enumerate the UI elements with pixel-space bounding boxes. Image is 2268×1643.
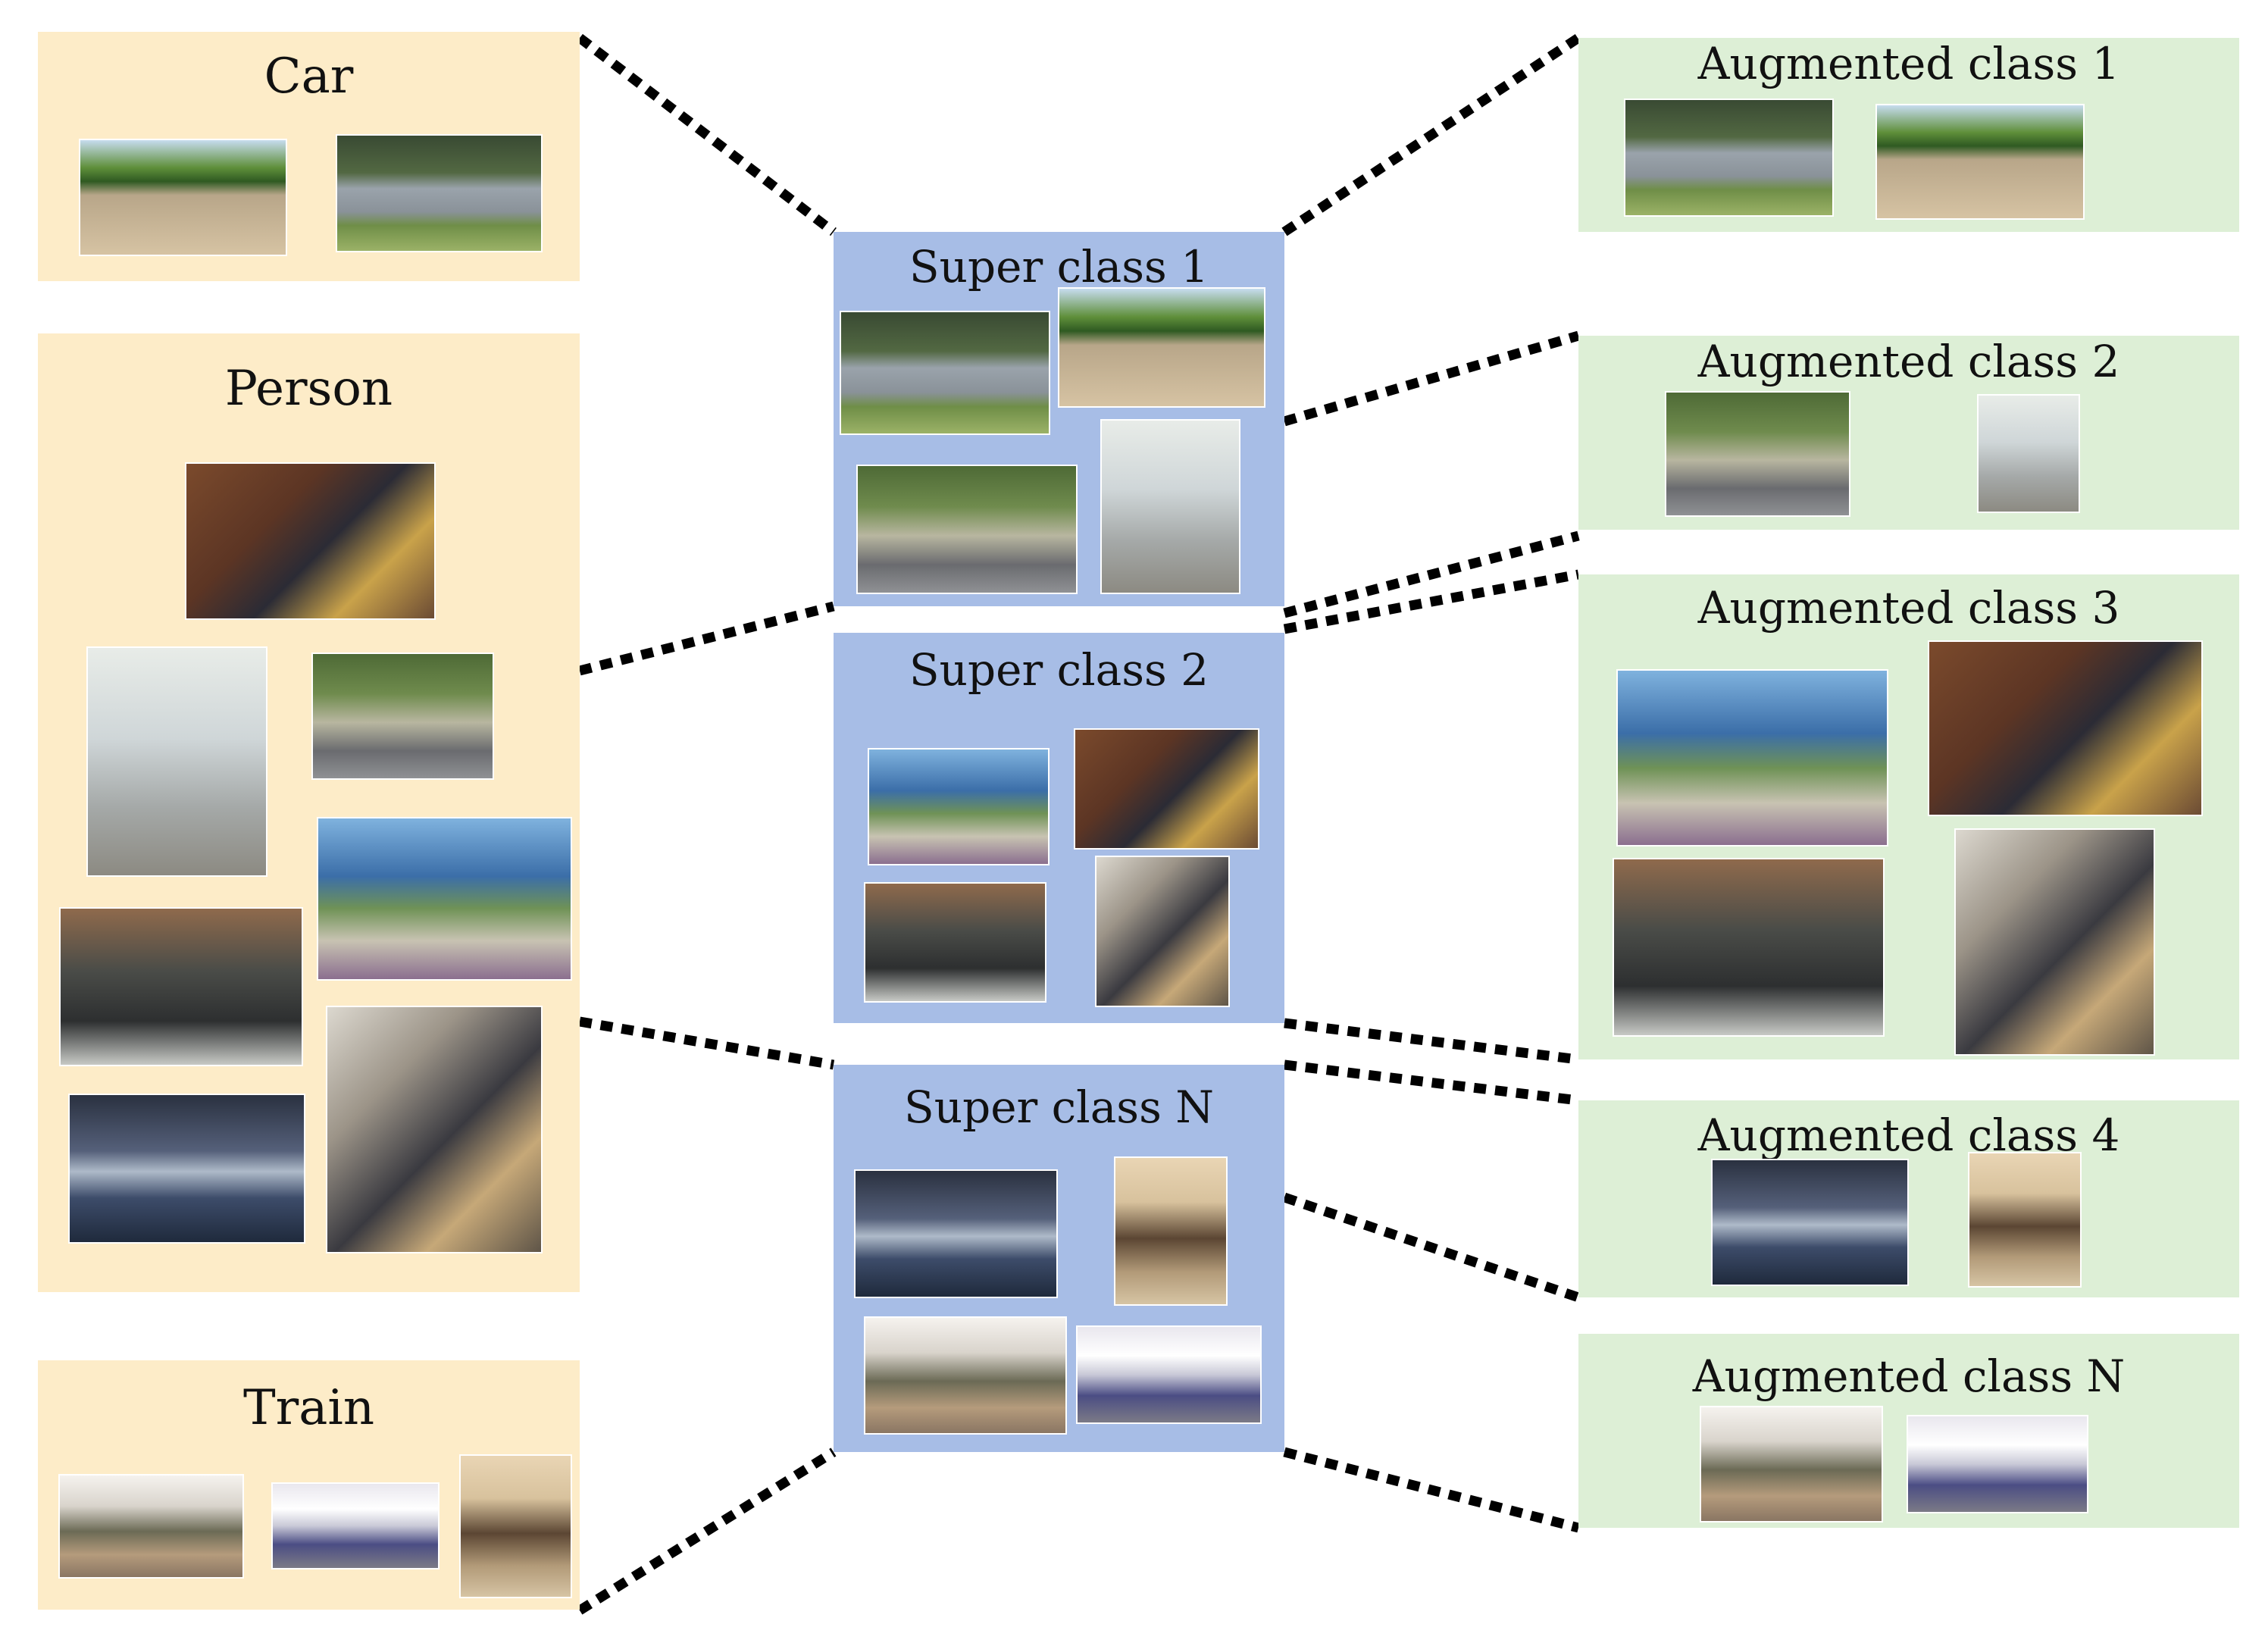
super2-photo-coast [868, 748, 1050, 865]
person-photo-station [68, 1094, 305, 1244]
super1-photo-bike-car [856, 465, 1078, 594]
super1-photo-highway [1058, 287, 1265, 408]
augmented-class-2-title: Augmented class 2 [1697, 336, 2120, 387]
augmented-class-4-panel: Augmented class 4 [1578, 1100, 2239, 1297]
aug4-photo-station [1711, 1159, 1909, 1286]
super-class-n-panel: Super class N [834, 1065, 1284, 1452]
aug1-photo-roadside [1624, 99, 1834, 217]
augmented-class-n-title: Augmented class N [1692, 1350, 2126, 1402]
person-photo-kitchen [326, 1006, 543, 1253]
supern-photo-station [854, 1169, 1058, 1298]
connector-supern-aug4-a [1284, 1059, 1579, 1106]
aug3-photo-coast [1616, 669, 1888, 847]
class-title-person: Person [224, 361, 393, 417]
person-photo-cyclists [86, 646, 267, 877]
train-photo-graffiti [271, 1482, 440, 1569]
class-panel-car: Car [38, 32, 580, 281]
super-class-2-panel: Super class 2 [834, 633, 1284, 1023]
aug2-photo-cyclists [1977, 394, 2080, 513]
connector-supern-augn [1283, 1447, 1580, 1533]
super-class-1-panel: Super class 1 [834, 232, 1284, 606]
aug3-photo-street [1613, 858, 1885, 1037]
connector-person-supern [578, 1016, 835, 1070]
super-class-n-title: Super class N [903, 1081, 1215, 1133]
car-photo-roadside [336, 134, 543, 252]
augmented-class-1-title: Augmented class 1 [1697, 38, 2120, 89]
supern-photo-steam [1114, 1156, 1228, 1306]
class-panel-train: Train [38, 1360, 580, 1610]
augmented-class-4-title: Augmented class 4 [1697, 1109, 2120, 1161]
super2-photo-dinner [1074, 728, 1259, 850]
aug2-photo-bike-car [1665, 391, 1850, 517]
aug3-photo-dinner [1928, 640, 2203, 816]
aug1-photo-highway [1875, 104, 2085, 220]
supern-photo-freight [864, 1316, 1067, 1435]
super2-photo-street [864, 882, 1046, 1003]
connector-supern-aug4-b [1282, 1192, 1581, 1303]
car-photo-highway [79, 139, 287, 256]
class-title-car: Car [264, 49, 354, 105]
augmented-class-1-panel: Augmented class 1 [1578, 38, 2239, 232]
augmented-class-3-title: Augmented class 3 [1697, 582, 2120, 634]
augn-photo-graffiti [1907, 1415, 2088, 1513]
connector-person-super1 [578, 601, 835, 676]
person-photo-coast [317, 817, 572, 981]
super1-photo-cyclists [1100, 419, 1240, 594]
augmented-class-n-panel: Augmented class N [1578, 1334, 2239, 1528]
connector-train-supern [577, 1447, 837, 1615]
train-photo-steam [459, 1454, 572, 1598]
connector-super1-aug1 [1281, 33, 1581, 236]
class-title-train: Train [242, 1380, 375, 1436]
connector-super2-aug3-c [1284, 1018, 1579, 1065]
person-photo-bike-car [311, 653, 494, 780]
augn-photo-freight [1700, 1406, 1883, 1523]
super-class-1-title: Super class 1 [909, 241, 1209, 293]
augmented-class-2-panel: Augmented class 2 [1578, 336, 2239, 530]
connector-car-super1 [577, 33, 837, 236]
super2-photo-kitchen [1095, 856, 1230, 1007]
super-class-2-title: Super class 2 [909, 644, 1209, 696]
connector-super2-aug3-a [1283, 530, 1580, 618]
train-photo-freight [58, 1474, 244, 1579]
connector-super1-aug2 [1283, 330, 1580, 427]
aug3-photo-kitchen [1954, 828, 2155, 1056]
person-photo-dinner [185, 462, 436, 620]
class-panel-person: Person [38, 333, 580, 1292]
augmented-class-3-panel: Augmented class 3 [1578, 574, 2239, 1059]
connector-super2-aug3-b [1283, 569, 1580, 634]
supern-photo-graffiti [1076, 1325, 1262, 1424]
aug4-photo-steam [1968, 1152, 2082, 1288]
person-photo-street [59, 907, 303, 1066]
super1-photo-roadside [840, 311, 1050, 435]
